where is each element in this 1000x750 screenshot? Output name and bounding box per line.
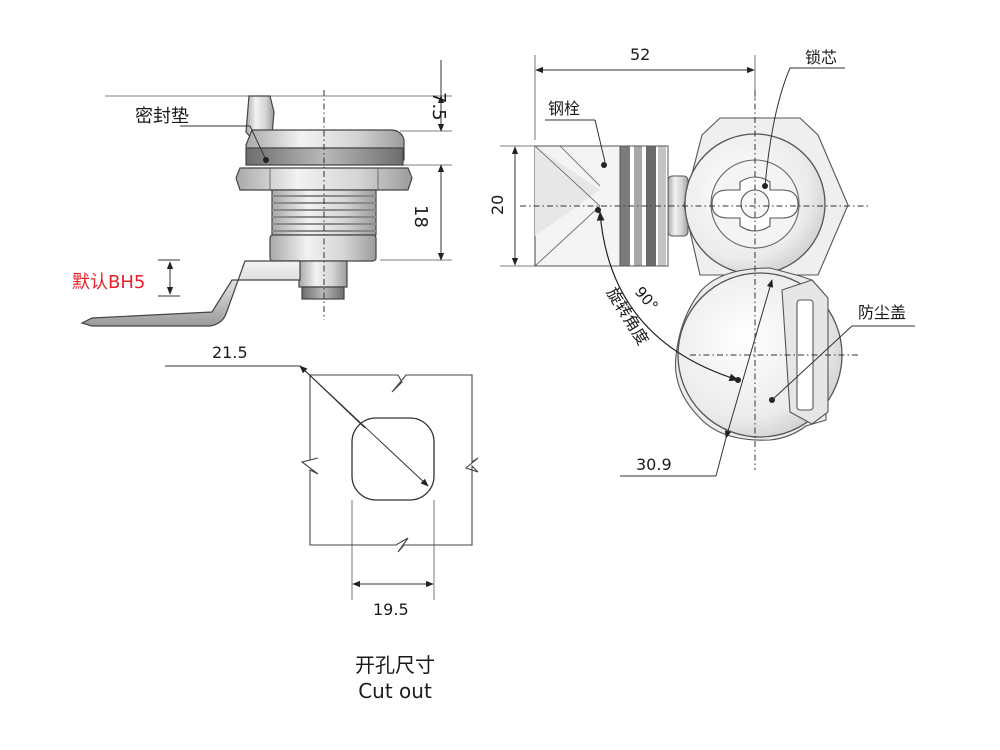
dim-7-5: 7.5 [428, 92, 449, 121]
dim-19-5: 19.5 [373, 600, 409, 619]
lock-core-label: 锁芯 [805, 48, 837, 67]
side-view [80, 60, 452, 327]
cutout-title-en: Cut out [358, 679, 432, 703]
dim-21-5: 21.5 [212, 343, 248, 362]
dust-cover-label: 防尘盖 [858, 303, 906, 322]
dim-30-9: 30.9 [636, 455, 672, 474]
dim-20: 20 [488, 195, 507, 215]
cutout-title-cn: 开孔尺寸 [355, 653, 435, 677]
top-view [500, 55, 915, 477]
dim-52: 52 [630, 45, 650, 64]
cutout-view [165, 365, 479, 600]
default-bh-label: 默认BH5 [72, 272, 145, 293]
dim-18: 18 [410, 205, 431, 228]
steel-bolt-label: 钢栓 [548, 99, 580, 118]
gasket-label: 密封垫 [135, 106, 189, 127]
